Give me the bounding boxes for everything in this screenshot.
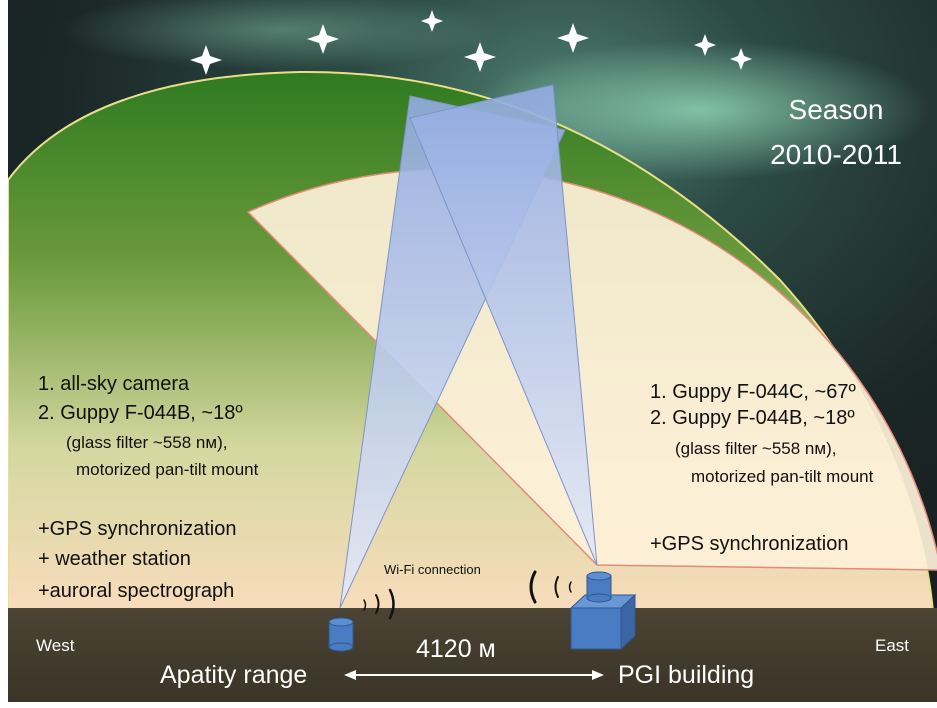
right-item-2: 2. Guppy F-044B, ~18º bbox=[650, 407, 855, 429]
bottom-border bbox=[0, 702, 937, 708]
left-item-1: 1. all-sky camera bbox=[38, 373, 190, 395]
west-label: West bbox=[36, 636, 75, 655]
right-camera-beam bbox=[409, 84, 598, 566]
right-mount: motorized pan-tilt mount bbox=[691, 467, 874, 486]
star-icon bbox=[694, 34, 716, 56]
stars bbox=[190, 10, 752, 75]
star-icon bbox=[190, 45, 222, 75]
left-border bbox=[0, 0, 8, 708]
right-item-1: 1. Guppy F-044C, ~67º bbox=[650, 381, 856, 403]
star-icon bbox=[307, 24, 339, 54]
east-label: East bbox=[875, 636, 910, 655]
pgi-building-camera bbox=[569, 571, 637, 651]
season-label: Season bbox=[788, 94, 884, 125]
left-item-2: 2. Guppy F-044B, ~18º bbox=[38, 402, 243, 424]
left-extra-3: +auroral spectrograph bbox=[38, 580, 235, 602]
star-icon bbox=[421, 10, 443, 32]
pgi-building-label: PGI building bbox=[618, 661, 755, 689]
right-extra-1: +GPS synchronization bbox=[650, 533, 849, 555]
left-extra-1: +GPS synchronization bbox=[38, 518, 237, 540]
left-camera bbox=[328, 617, 354, 652]
apatity-range-label: Apatity range bbox=[160, 661, 308, 689]
left-filter: (glass filter ~558 nм), bbox=[66, 433, 228, 452]
star-icon bbox=[464, 42, 496, 72]
ground bbox=[8, 608, 937, 708]
season-years: 2010-2011 bbox=[770, 139, 902, 170]
left-mount: motorized pan-tilt mount bbox=[76, 460, 259, 479]
wifi-label: Wi-Fi connection bbox=[384, 562, 481, 577]
distance-arrow bbox=[344, 670, 604, 680]
left-extra-2: + weather station bbox=[38, 548, 191, 570]
aurora-glow-top bbox=[60, 0, 500, 70]
distance-label: 4120 м bbox=[416, 635, 496, 663]
star-icon bbox=[557, 23, 589, 53]
star-icon bbox=[730, 48, 752, 70]
right-filter: (glass filter ~558 nм), bbox=[675, 439, 837, 458]
wifi-signal-icon bbox=[363, 570, 572, 620]
